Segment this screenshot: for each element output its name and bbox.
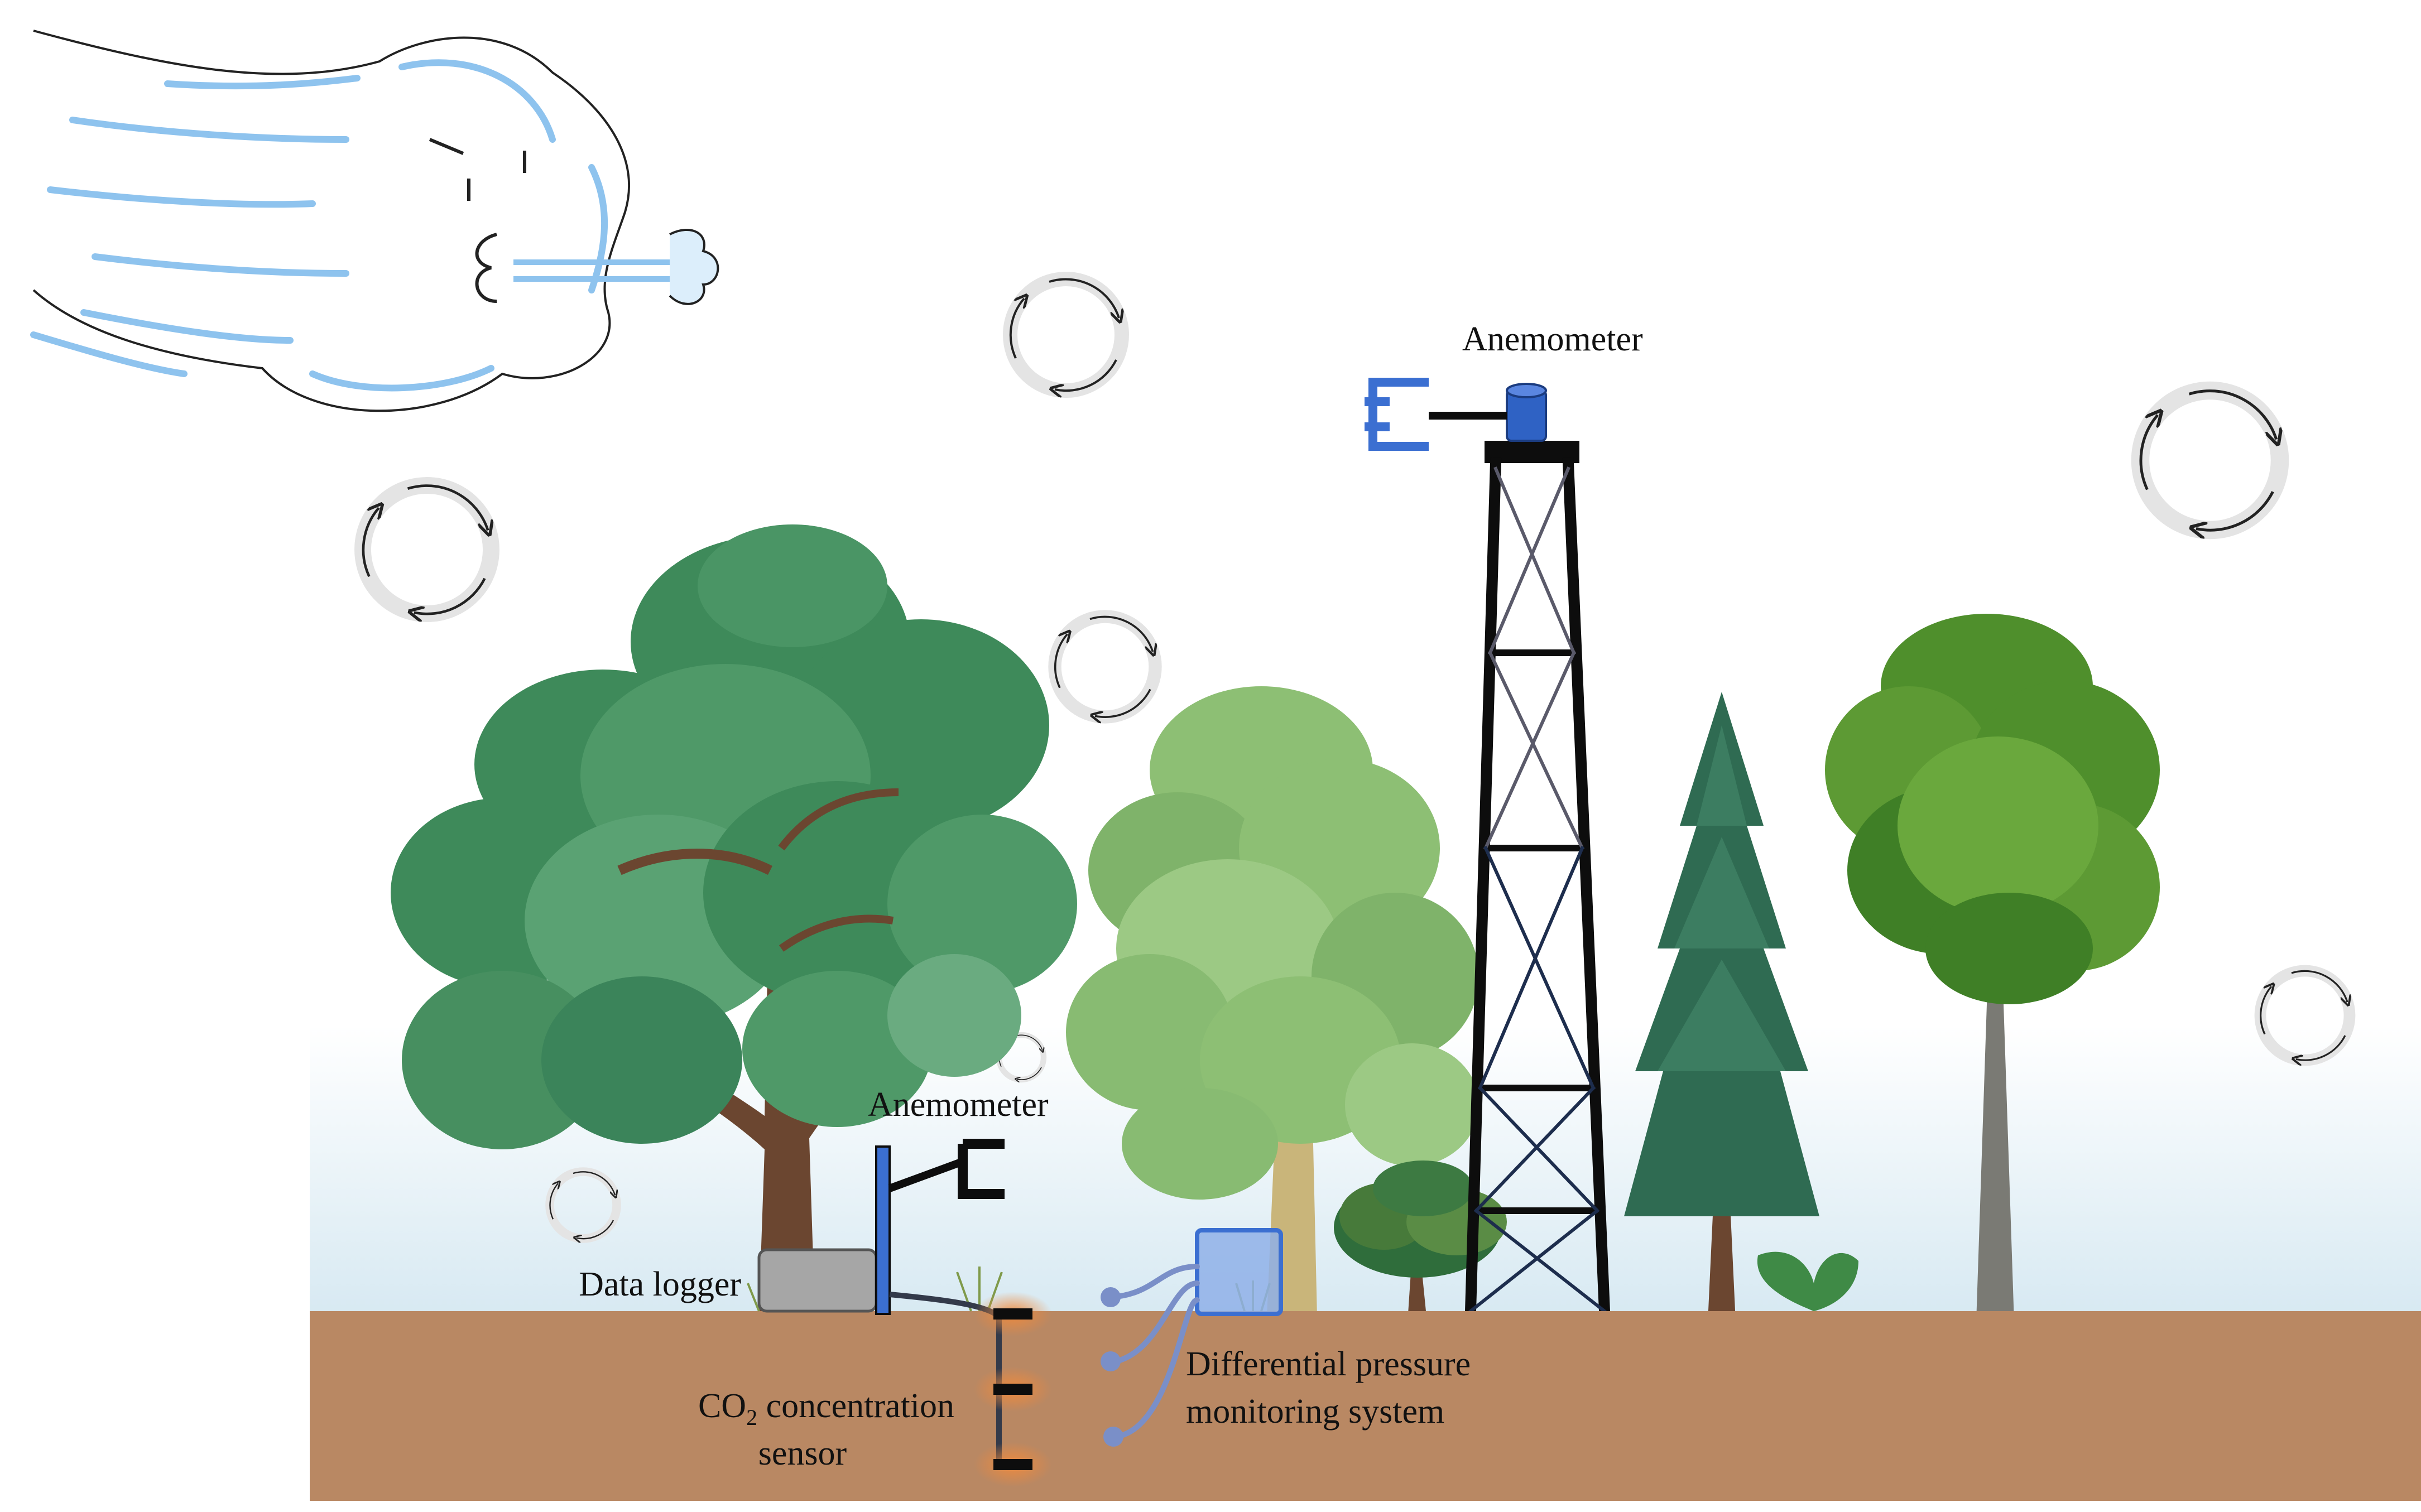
large-oak-tree bbox=[391, 524, 1077, 1311]
circular-arrows-icon bbox=[2140, 391, 2280, 530]
data-logger-label: Data logger bbox=[579, 1265, 741, 1303]
wind-face-icon bbox=[30, 30, 719, 412]
co2-sensor-label-line1: CO2 concentration bbox=[698, 1387, 954, 1430]
ground-anemometer-label: Anemometer bbox=[868, 1086, 1049, 1124]
ground-anemometer-icon bbox=[875, 1139, 1005, 1315]
tower-anemometer-label: Anemometer bbox=[1462, 320, 1643, 358]
birch-tree bbox=[1066, 686, 1479, 1317]
co2-sensor-label-line2: sensor bbox=[758, 1434, 847, 1472]
dp-system-label-line2: monitoring system bbox=[1186, 1393, 1444, 1431]
co2-sensor-array bbox=[889, 1292, 1052, 1487]
soil-ground bbox=[310, 1311, 2421, 1501]
poplar-tree bbox=[1825, 614, 2160, 1339]
conifer-tree bbox=[1624, 692, 1858, 1322]
dp-system-label-line1: Differential pressure bbox=[1186, 1345, 1471, 1383]
shrub bbox=[1334, 1161, 1507, 1339]
circular-arrows-icon bbox=[363, 485, 491, 614]
tower-anemometer-icon bbox=[1365, 378, 1547, 451]
differential-pressure-system bbox=[1101, 1228, 1283, 1447]
circular-arrows-icon bbox=[1010, 279, 1122, 391]
data-logger-box bbox=[757, 1248, 878, 1313]
lattice-tower bbox=[1464, 441, 1611, 1317]
